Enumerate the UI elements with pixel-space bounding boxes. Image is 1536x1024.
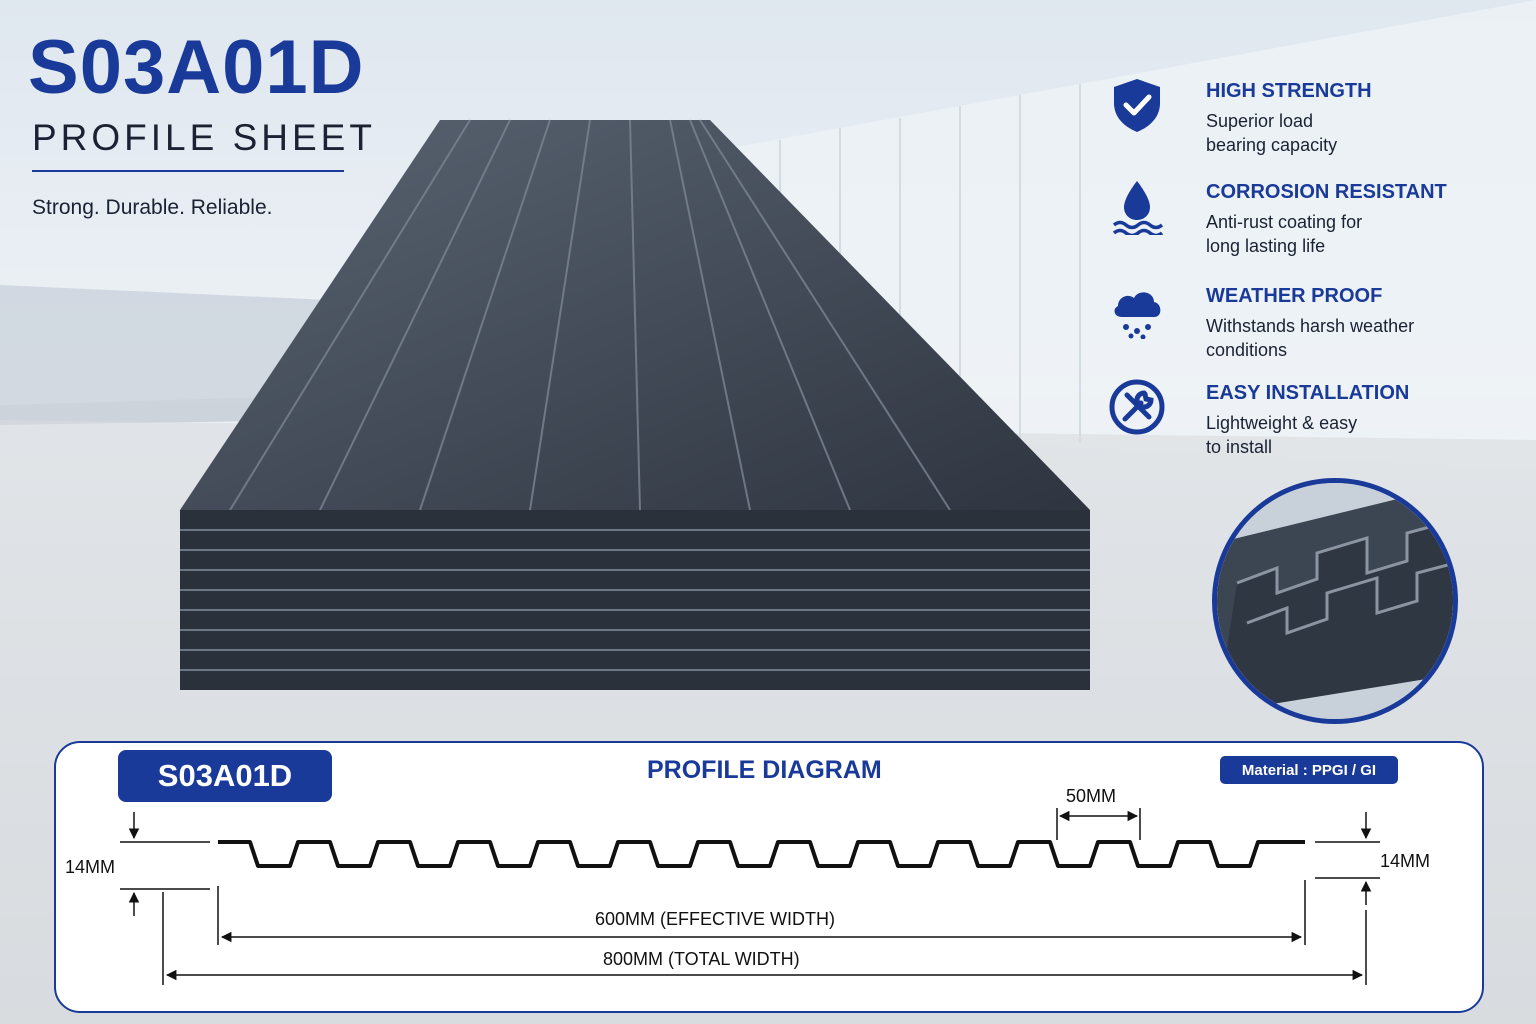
diagram-model-badge: S03A01D <box>118 750 332 802</box>
profile-line <box>218 840 1305 868</box>
shield-check-icon <box>1114 79 1160 132</box>
total-width-dimension: 800MM (TOTAL WIDTH) <box>603 949 800 969</box>
rain-cloud-icon <box>1114 292 1161 339</box>
effective-width-dimension: 600MM (EFFECTIVE WIDTH) <box>595 909 836 929</box>
profile-sheet-stack-image <box>180 119 1090 690</box>
water-drop-icon <box>1112 181 1164 235</box>
title-underline <box>32 170 344 172</box>
height-dimension-left: 14MM <box>65 857 116 877</box>
tools-icon <box>1109 379 1165 435</box>
feature-title: CORROSION RESISTANT <box>1206 181 1447 203</box>
product-subtitle: PROFILE SHEET <box>32 117 376 158</box>
diagram-title: PROFILE DIAGRAM <box>647 756 882 784</box>
tagline: Strong. Durable. Reliable. <box>32 196 273 219</box>
feature-title: EASY INSTALLATION <box>1206 382 1410 404</box>
profile-detail-zoom-image <box>1212 478 1458 724</box>
rib-spacing-dimension: 50MM <box>1066 786 1117 806</box>
feature-title: WEATHER PROOF <box>1206 285 1383 307</box>
product-title: S03A01D <box>28 25 365 110</box>
height-dimension-right: 14MM <box>1380 851 1431 871</box>
feature-title: HIGH STRENGTH <box>1206 80 1372 102</box>
material-badge: Material : PPGI / GI <box>1220 756 1398 784</box>
